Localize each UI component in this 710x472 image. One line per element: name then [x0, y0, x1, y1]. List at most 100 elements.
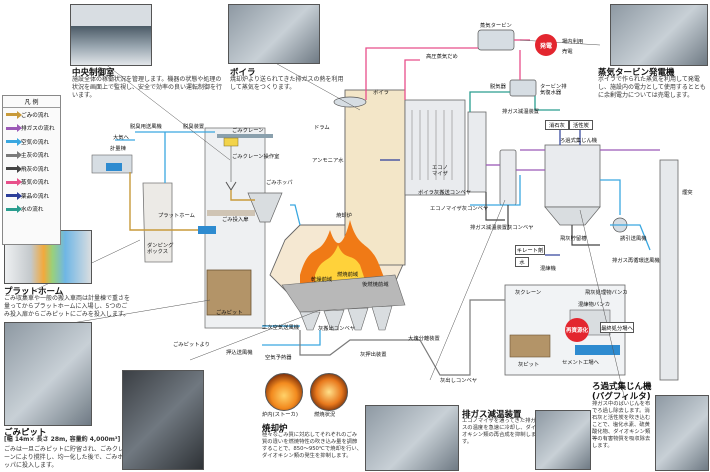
legend-label: ごみの流れ — [21, 112, 49, 119]
legend-arrow-icon — [6, 205, 22, 214]
label-ash-bin: 灰ピット — [518, 362, 540, 368]
label-economizer: エコノマイザ — [432, 165, 448, 177]
label-ash-pit: 灰押出装置 — [360, 352, 387, 358]
legend-label: 主灰の流れ — [21, 153, 49, 160]
label-pushing: 押込送風機 — [226, 350, 253, 356]
legend-title: 凡 例 — [3, 96, 60, 108]
carbon-box: 活性炭 — [569, 120, 593, 130]
control-room-photo — [70, 4, 152, 66]
label-cement: セメント工場へ — [562, 360, 599, 366]
bagfilter-title: ろ過式集じん機 — [592, 382, 652, 392]
gascool-photo — [365, 405, 459, 471]
control-room-title: 中央制御室 — [72, 68, 115, 78]
legend-label: 空気の流れ — [21, 139, 49, 146]
turbine-shape — [477, 29, 515, 51]
legend: 凡 例 ごみの流れ排ガスの流れ空気の流れ主灰の流れ飛灰の流れ蒸気の流れ薬品の流れ… — [2, 95, 61, 245]
legend-item: ごみの流れ — [3, 108, 60, 122]
crane-rail — [217, 134, 273, 138]
water-box: 水 — [515, 257, 529, 267]
label-secondary-air: 二次空気送風機 — [262, 325, 300, 331]
legend-item: 蒸気の流れ — [3, 176, 60, 190]
bagfilter-desc: 排ガス中のばいじんを布でろ過し除去します。消石灰と活性炭を吹き込むことで、塩化水… — [592, 401, 651, 449]
superheater-block — [404, 99, 466, 196]
legend-arrow-icon — [6, 151, 22, 160]
label-hopper: ごみホッパ — [266, 180, 293, 186]
label-bag: ろ過式集じん機 — [560, 138, 598, 144]
platform-floor — [207, 210, 255, 216]
furnace-desc: 極々なごみ質に対応してそれぞれのごみ質の違いを燃焼特性の吹き込み量を調節すること… — [262, 432, 362, 459]
label-gas-cooler: 排ガス減温装置 — [502, 109, 540, 115]
stoker-photo — [265, 373, 303, 411]
label-temp-bunker: 混練物バンカ — [578, 302, 611, 308]
label-in-plant: 場内利用 — [562, 39, 584, 45]
label-ash-crane: 灰クレーン — [515, 290, 542, 296]
crane-trolley — [223, 137, 239, 147]
legend-arrow-icon — [6, 164, 22, 173]
legend-item: 排ガスの流れ — [3, 122, 60, 136]
economizer-shape — [467, 111, 487, 193]
label-crane-room: ごみクレーン操作室 — [232, 154, 280, 160]
legend-label: 蒸気の流れ — [21, 180, 49, 187]
label-fly-silo: 飛灰貯留槽 — [560, 236, 587, 242]
legend-label: 水の流れ — [21, 207, 44, 214]
bag-filter-shape — [544, 144, 601, 208]
label-platform: プラットホーム — [158, 213, 195, 219]
boiler-photo — [228, 4, 320, 64]
stoker-caption: 炉内(ストーカ) — [262, 412, 298, 418]
label-crane: ごみクレーン — [232, 128, 264, 134]
platform-desc: ごみ収集車や一般の搬入車両は計量棟で重さを量ってからプラットホームに入場し、5つ… — [4, 295, 131, 318]
gascool-title: 排ガス減温装置 — [462, 410, 522, 420]
truck-icon-2 — [198, 226, 216, 234]
label-stack: 煙突 — [682, 190, 693, 196]
boiler-title: ボイラ — [230, 68, 256, 78]
label-furnace: 焼却炉 — [336, 213, 352, 219]
label-drum: ドラム — [314, 125, 330, 131]
turbine-title: 蒸気タービン発電機 — [598, 68, 675, 78]
legend-arrow-icon — [6, 191, 22, 200]
legend-label: 飛灰の流れ — [21, 166, 49, 173]
label-eco-conv: エコノマイザ灰コンベヤ — [430, 206, 489, 212]
drum-shape — [333, 96, 367, 108]
legend-items: ごみの流れ排ガスの流れ空気の流れ主灰の流れ飛灰の流れ蒸気の流れ薬品の流れ水の流れ — [3, 108, 60, 216]
stack-shape — [659, 159, 679, 381]
furnace-title: 焼却炉 — [262, 424, 288, 434]
label-ammonia: アンモニア水 — [312, 158, 344, 164]
legend-label: 排ガスの流れ — [21, 126, 55, 133]
truck-icon — [106, 163, 122, 171]
label-from-pit: ごみピットより — [173, 342, 210, 348]
chelate-box: キレート剤 — [515, 245, 545, 255]
legend-arrow-icon — [6, 178, 22, 187]
pit-title: ごみピット — [4, 428, 47, 438]
legend-label: 薬品の流れ — [21, 193, 49, 200]
label-post-zone: 後燃焼前域 — [362, 282, 389, 288]
legend-item: 主灰の流れ — [3, 149, 60, 163]
legend-arrow-icon — [6, 124, 22, 133]
turbine-photo — [610, 4, 708, 66]
condenser-shape — [509, 79, 537, 97]
label-kneader: 混練機 — [540, 266, 556, 272]
label-burn-zone: 燃焼前域 — [337, 272, 359, 278]
legend-item: 水の流れ — [3, 203, 60, 217]
pit-sub: [幅 14m× 長さ 28m, 容量約 4,000m³] — [4, 436, 121, 443]
furnace-photo — [122, 370, 204, 470]
label-fly-bunker: 飛灰処理物バンカ — [585, 290, 628, 296]
grate — [281, 274, 406, 313]
dumping-box-outline — [142, 182, 173, 263]
boiler-desc: 焼却炉より送られてきた排ガスの熱を利用して蒸気をつくります。 — [230, 76, 344, 91]
label-boiler: ボイラ — [373, 90, 389, 96]
bagfilter-photo — [655, 395, 709, 471]
ash-pit-fill — [509, 334, 551, 358]
label-recirc: 排ガス再循環送風機 — [612, 258, 660, 264]
ash-truck — [575, 345, 620, 355]
legend-item: 薬品の流れ — [3, 189, 60, 203]
label-boiler-conv: ボイラ灰搬送コンベヤ — [418, 190, 471, 196]
platform-title: プラットホーム — [4, 287, 64, 297]
hopper-shape — [247, 192, 283, 223]
lime-box: 消石灰 — [545, 120, 569, 130]
label-pit: ごみピット — [216, 310, 243, 316]
label-high-drum: 高圧蒸気だめ — [426, 54, 458, 60]
label-sell: 売電 — [562, 49, 573, 55]
generator-badge: 発電 — [535, 34, 557, 56]
pit-photo — [4, 322, 92, 426]
